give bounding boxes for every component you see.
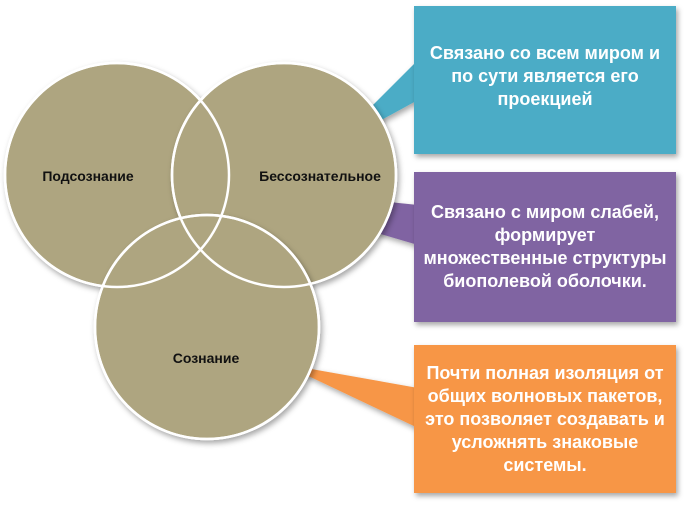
label-unconscious: Бессознательное: [259, 168, 381, 184]
label-subconscious: Подсознание: [42, 168, 134, 184]
callout-middle-text: Связано с миром слабей, формирует множес…: [423, 202, 667, 291]
callout-top-text: Связано со всем миром и по сути является…: [429, 43, 661, 109]
callout-top: Связано со всем миром и по сути является…: [414, 6, 676, 154]
circle-conscious-outline: [93, 213, 321, 441]
callout-bottom-text: Почти полная изоляция от общих волновых …: [425, 362, 665, 475]
circle-unconscious-outline: [170, 61, 398, 289]
callout-middle: Связано с миром слабей, формирует множес…: [414, 172, 676, 322]
label-conscious: Сознание: [173, 350, 240, 366]
callout-bottom-pointer: [283, 364, 418, 428]
callout-bottom: Почти полная изоляция от общих волновых …: [414, 345, 676, 493]
circle-subconscious-outline: [3, 61, 231, 289]
